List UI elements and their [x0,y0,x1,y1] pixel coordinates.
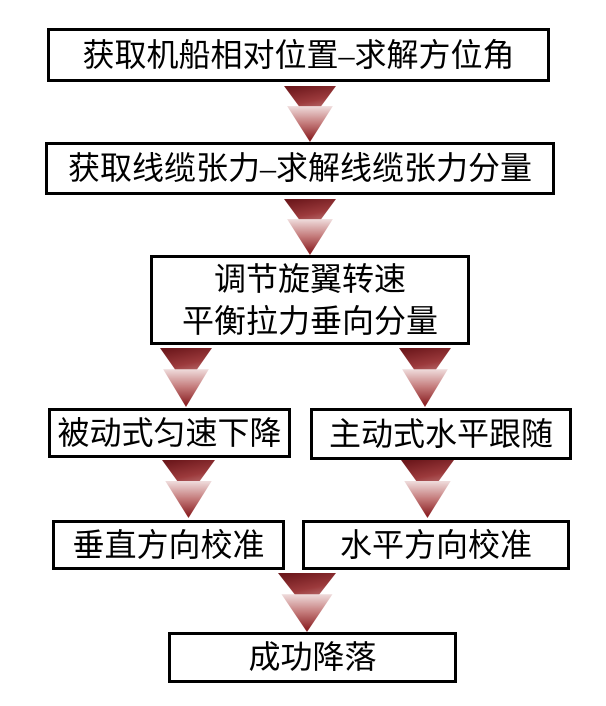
arrowhead-lower [404,480,451,518]
arrowhead-lower [287,219,333,255]
arrowhead-lower [163,369,209,407]
node-get-cable-tension: 获取线缆张力–求解线缆张力分量 [45,142,555,195]
node-horizontal-calibration: 水平方向校准 [302,520,570,570]
node-passive-uniform-descent: 被动式匀速下降 [48,408,291,458]
node-get-relative-position: 获取机船相对位置–求解方位角 [47,28,550,82]
node-label: 获取机船相对位置–求解方位角 [82,36,515,73]
node-successful-landing: 成功降落 [168,632,457,683]
arrow-down-right-branch-icon [399,348,451,407]
arrow-down-right-column-icon [401,460,454,518]
arrowhead-lower [287,106,333,142]
arrow-down-left-branch-icon [160,348,212,407]
node-label-line-2: 平衡拉力垂向分量 [181,303,438,339]
arrowhead-lower [165,480,212,518]
arrowhead-lower [281,594,333,632]
node-label: 主动式水平跟随 [328,415,553,452]
node-adjust-rotor-speed: 调节旋翼转速 平衡拉力垂向分量 [150,255,470,345]
arrow-down-merge-icon [278,573,336,632]
node-active-horizontal-follow: 主动式水平跟随 [310,408,572,460]
arrow-down-1-icon [284,86,336,142]
node-vertical-calibration: 垂直方向校准 [52,520,285,570]
node-label: 垂直方向校准 [72,526,265,563]
arrowhead-lower [402,369,448,407]
node-label: 获取线缆张力–求解线缆张力分量 [67,150,532,187]
node-label: 成功降落 [248,639,377,676]
arrow-down-left-column-icon [162,460,215,518]
node-label: 水平方向校准 [339,526,532,563]
node-label: 被动式匀速下降 [57,414,282,451]
node-label-line-1: 调节旋翼转速 [213,261,406,297]
arrow-down-2-icon [284,199,336,255]
